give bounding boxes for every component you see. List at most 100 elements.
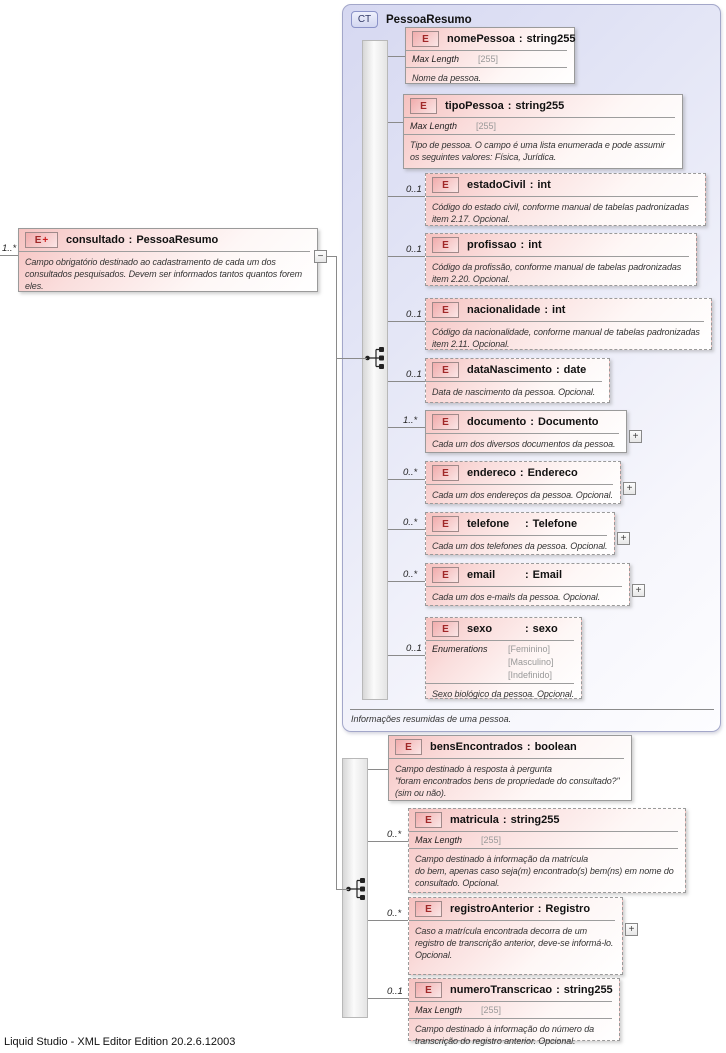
- expand-button[interactable]: +: [625, 923, 638, 936]
- type-separator: :: [520, 239, 525, 251]
- divider: [409, 831, 678, 832]
- expand-button[interactable]: +: [629, 430, 642, 443]
- divider: [404, 117, 675, 118]
- type-separator: :: [502, 814, 507, 826]
- element-icon-letter: E: [442, 304, 449, 316]
- type-separator: :: [507, 100, 512, 112]
- element-icon: E: [432, 237, 459, 253]
- status-bar-text: Liquid Studio - XML Editor Edition 20.2.…: [4, 1036, 236, 1048]
- element-name: sexo: [467, 623, 493, 635]
- connector-line: [388, 581, 425, 582]
- element-name: matricula: [450, 814, 499, 826]
- element-annotation: Data de nascimento da pessoa. Opcional.: [432, 387, 596, 397]
- cardinality-label: 0..*: [387, 829, 402, 840]
- type-separator: :: [529, 179, 534, 191]
- element-name: consultado: [66, 234, 125, 246]
- enumeration-value: [Masculino]: [508, 657, 554, 667]
- divider: [426, 683, 574, 684]
- element-type: date: [563, 364, 587, 376]
- element-annotation: Tipo de pessoa. O campo é uma lista enum…: [410, 140, 666, 162]
- element-icon: E: [412, 31, 439, 47]
- element-icon-letter: E: [442, 569, 449, 581]
- element-type: string255: [563, 984, 613, 996]
- complex-type-title: PessoaResumo: [386, 13, 472, 26]
- divider: [426, 321, 704, 322]
- cardinality-label: 1..*: [403, 415, 418, 426]
- facet-row: Max Length[255]: [409, 833, 685, 847]
- element-icon: E: [432, 362, 459, 378]
- divider: [426, 586, 622, 587]
- element-icon: E: [432, 465, 459, 481]
- type-separator: :: [526, 741, 531, 753]
- divider: [19, 251, 310, 252]
- element-annotation: Nome da pessoa.: [412, 73, 482, 83]
- divider: [409, 920, 615, 921]
- element-annotation: Cada um dos e-mails da pessoa. Opcional.: [432, 592, 601, 602]
- element-type: int: [537, 179, 551, 191]
- connector-line: [388, 479, 425, 480]
- connector-line: [368, 841, 408, 842]
- facet-label: Max Length: [415, 1005, 463, 1015]
- element-annotation: Caso a matrícula encontrada decorra de u…: [415, 926, 614, 960]
- expand-button[interactable]: +: [623, 482, 636, 495]
- type-separator: :: [556, 984, 560, 996]
- sequence-icon[interactable]: [363, 345, 387, 371]
- element-name: estadoCivil: [467, 179, 526, 191]
- cardinality-label: 0..*: [387, 908, 402, 919]
- element-type: string255: [526, 33, 576, 45]
- element-type: string255: [510, 814, 560, 826]
- element-type: Email: [532, 569, 563, 581]
- element-box-consultado[interactable]: E+ consultado : PessoaResumo Campo obrig…: [18, 228, 318, 292]
- cardinality-label: 0..*: [403, 569, 418, 580]
- element-type: PessoaResumo: [136, 234, 219, 246]
- type-separator: :: [128, 234, 133, 246]
- divider: [426, 381, 602, 382]
- element-icon: E: [432, 414, 459, 430]
- type-separator: :: [525, 623, 529, 635]
- cardinality-label: 0..1: [406, 369, 422, 380]
- complex-type-annotation: Informações resumidas de uma pessoa.: [351, 714, 512, 724]
- connector-line: [327, 256, 337, 257]
- connector-line: [388, 56, 405, 57]
- type-separator: :: [519, 467, 524, 479]
- collapse-button[interactable]: −: [314, 250, 327, 263]
- connector-line: [336, 889, 349, 890]
- expand-button[interactable]: +: [632, 584, 645, 597]
- element-icon: E: [432, 177, 459, 193]
- cardinality-label: 0..1: [387, 986, 403, 997]
- element-annotation: Código do estado civil, conforme manual …: [432, 202, 689, 224]
- facet-label: Max Length: [412, 54, 460, 64]
- expand-button[interactable]: +: [617, 532, 630, 545]
- divider: [406, 50, 567, 51]
- element-name: registroAnterior: [450, 903, 534, 915]
- cardinality-label: 0..1: [406, 309, 422, 320]
- connector-line: [388, 427, 425, 428]
- element-icon-letter: E: [425, 984, 432, 996]
- element-icon: E: [432, 621, 459, 637]
- facet-value: [255]: [478, 54, 499, 64]
- connector-line: [388, 381, 425, 382]
- element-icon: E: [410, 98, 437, 114]
